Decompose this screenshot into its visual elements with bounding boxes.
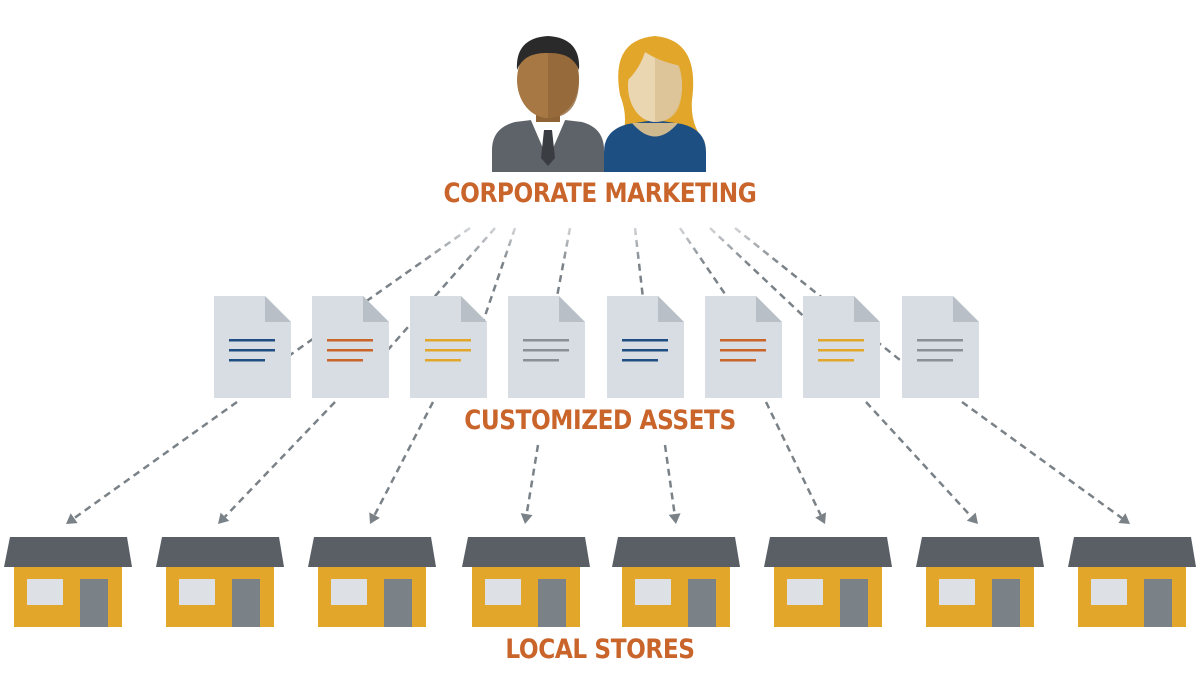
local-stores-label: LOCAL STORES xyxy=(505,634,695,665)
dashed-arrow xyxy=(224,401,336,518)
document-line xyxy=(327,339,373,342)
store-door xyxy=(538,579,566,627)
arrow-head xyxy=(668,513,681,524)
document-line xyxy=(229,359,265,362)
document-line xyxy=(818,359,854,362)
document-line xyxy=(327,349,373,352)
store-door xyxy=(840,579,868,627)
store-door xyxy=(1144,579,1172,627)
store-door xyxy=(688,579,716,627)
store-door xyxy=(80,579,108,627)
arrow-head xyxy=(1118,513,1130,524)
document-icon xyxy=(803,296,880,398)
document-icon xyxy=(214,296,291,398)
dashed-arrow xyxy=(663,444,676,515)
document-icon xyxy=(508,296,585,398)
document-line xyxy=(720,359,756,362)
store-door xyxy=(384,579,412,627)
store-roof xyxy=(916,537,1044,567)
dashed-arrow xyxy=(73,400,238,520)
store-window xyxy=(939,579,975,605)
store-window xyxy=(331,579,367,605)
store-window xyxy=(179,579,215,605)
store-icon xyxy=(1068,537,1196,627)
document-icon xyxy=(312,296,389,398)
document-icon xyxy=(705,296,782,398)
store-icon xyxy=(764,537,892,627)
document-line xyxy=(622,339,668,342)
dashed-arrow xyxy=(961,400,1123,520)
store-icon xyxy=(308,537,436,627)
document-line xyxy=(917,349,963,352)
store-roof xyxy=(308,537,436,567)
arrow-head xyxy=(520,513,533,524)
store-door xyxy=(992,579,1020,627)
document-line xyxy=(720,339,766,342)
arrow-head xyxy=(66,513,78,524)
document-line xyxy=(720,349,766,352)
document-line xyxy=(917,359,953,362)
arrow-head xyxy=(815,512,827,524)
woman-neckline xyxy=(632,123,678,137)
store-icon xyxy=(916,537,1044,627)
store-roof xyxy=(612,537,740,567)
woman-top xyxy=(604,120,706,172)
store-roof xyxy=(1068,537,1196,567)
store-roof xyxy=(4,537,132,567)
document-icon xyxy=(607,296,684,398)
document-icon xyxy=(410,296,487,398)
document-line xyxy=(425,339,471,342)
bottom-connectors xyxy=(66,400,1130,524)
arrow-head xyxy=(218,512,230,524)
man-tie xyxy=(541,130,555,166)
store-window xyxy=(787,579,823,605)
store-window xyxy=(635,579,671,605)
document-line xyxy=(523,349,569,352)
documents-row xyxy=(214,296,979,398)
arrow-head xyxy=(966,512,978,524)
stores-row xyxy=(4,537,1196,627)
store-roof xyxy=(764,537,892,567)
dashed-arrow xyxy=(865,401,973,518)
document-line xyxy=(622,359,658,362)
man-hair xyxy=(516,36,580,70)
customized-assets-label: CUSTOMIZED ASSETS xyxy=(464,405,736,436)
dashed-arrow xyxy=(525,444,540,515)
store-window xyxy=(1091,579,1127,605)
document-line xyxy=(229,349,275,352)
document-line xyxy=(425,349,471,352)
store-icon xyxy=(156,537,284,627)
dashed-arrow xyxy=(764,401,822,516)
store-window xyxy=(485,579,521,605)
document-icon xyxy=(902,296,979,398)
arrow-head xyxy=(369,512,380,524)
document-line xyxy=(622,349,668,352)
document-line xyxy=(917,339,963,342)
store-icon xyxy=(462,537,590,627)
two-people-icon xyxy=(492,36,706,172)
top-connectors xyxy=(282,220,901,362)
document-line xyxy=(818,349,864,352)
document-line xyxy=(327,359,363,362)
store-icon xyxy=(4,537,132,627)
document-line xyxy=(425,359,461,362)
store-roof xyxy=(156,537,284,567)
document-line xyxy=(523,339,569,342)
corporate-marketing-label: CORPORATE MARKETING xyxy=(443,178,757,209)
store-roof xyxy=(462,537,590,567)
dashed-arrow xyxy=(373,401,435,516)
store-icon xyxy=(612,537,740,627)
store-door xyxy=(232,579,260,627)
document-line xyxy=(523,359,559,362)
document-line xyxy=(818,339,864,342)
document-line xyxy=(229,339,275,342)
store-window xyxy=(27,579,63,605)
